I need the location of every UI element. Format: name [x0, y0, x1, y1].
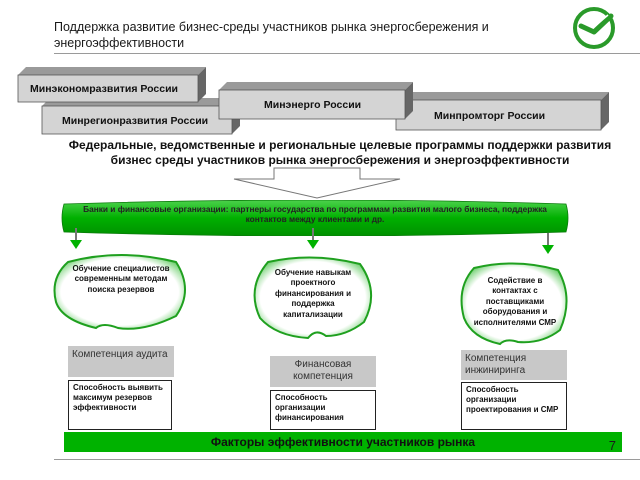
title-divider — [54, 53, 640, 54]
banks-banner — [61, 200, 569, 236]
ministry-label: Минпромторг России — [434, 110, 546, 122]
blob-training — [53, 254, 186, 330]
green-arrow-down-icon — [542, 233, 554, 254]
blob-text-contacts: Содействие в контактах с поставщиками об… — [473, 276, 557, 327]
efficiency-factors-bar: Факторы эффективности участников рынка — [64, 432, 622, 452]
skill-box-engineering: Способность организации проектирования и… — [461, 382, 567, 430]
ministry-box-minenergo: Минэнерго России — [218, 82, 415, 122]
ministry-box-mineconom: Минэкономразвития России — [17, 67, 208, 105]
blob-contacts — [460, 262, 568, 346]
blob-finance — [253, 256, 373, 340]
federal-programs-text: Федеральные, ведомственные и региональны… — [68, 138, 612, 167]
banner-line-1: Банки и финансовые организации: партнеры… — [83, 204, 547, 214]
skill-box-audit: Способность выявить максимум резервов эф… — [68, 380, 172, 430]
page-title: Поддержка развитие бизнес-среды участник… — [54, 20, 489, 50]
competency-label-finance: Финансовая компетенция — [270, 356, 376, 387]
banner-text: Банки и финансовые организации: партнеры… — [80, 204, 550, 224]
sberbank-logo-icon — [573, 7, 615, 49]
ministry-label: Минэкономразвития России — [30, 83, 179, 95]
ministry-box-minpromtorg: Минпромторг России — [395, 90, 611, 132]
ministry-label: Минрегионразвития России — [62, 115, 209, 127]
banner-line-2: контактов между клиентами и др. — [245, 214, 385, 224]
blob-text-finance: Обучение навыкам проектного финансирован… — [274, 268, 352, 319]
page-number: 7 — [608, 438, 616, 453]
down-arrow-icon — [233, 167, 401, 199]
competency-label-audit: Компетенция аудита — [68, 346, 174, 377]
blob-text-training: Обучение специалистов современным метода… — [72, 264, 170, 294]
green-arrow-down-icon — [307, 228, 319, 249]
competency-label-engineering: Компетенция инжиниринга — [461, 350, 567, 380]
footer-divider — [54, 459, 640, 460]
ministry-box-minregion: Минрегионразвития России — [41, 98, 242, 136]
green-arrow-down-icon — [70, 228, 82, 249]
skill-box-finance: Способность организации финансирования — [270, 390, 376, 430]
ministry-label: Минэнерго России — [264, 99, 362, 111]
